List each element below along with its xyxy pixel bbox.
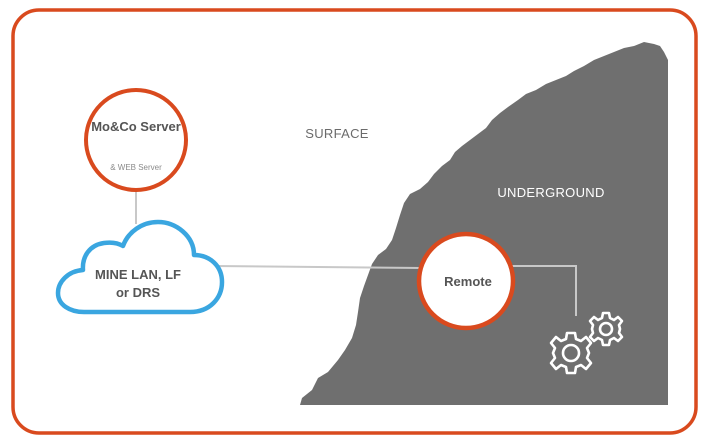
underground-label: UNDERGROUND: [497, 185, 605, 200]
remote-node: [416, 231, 516, 331]
remote-label: Remote: [444, 274, 492, 289]
surface-label: SURFACE: [305, 126, 369, 141]
server-title: Mo&Co Server: [91, 119, 181, 134]
network-cloud: [55, 219, 225, 315]
network-label: MINE LAN, LF or DRS: [95, 267, 181, 300]
server-subtitle: & WEB Server: [110, 163, 162, 172]
remote-gears-connector: [512, 265, 577, 316]
server-node: [84, 88, 188, 192]
cloud-remote-connector: [213, 265, 423, 269]
gears-icon: [549, 311, 624, 375]
